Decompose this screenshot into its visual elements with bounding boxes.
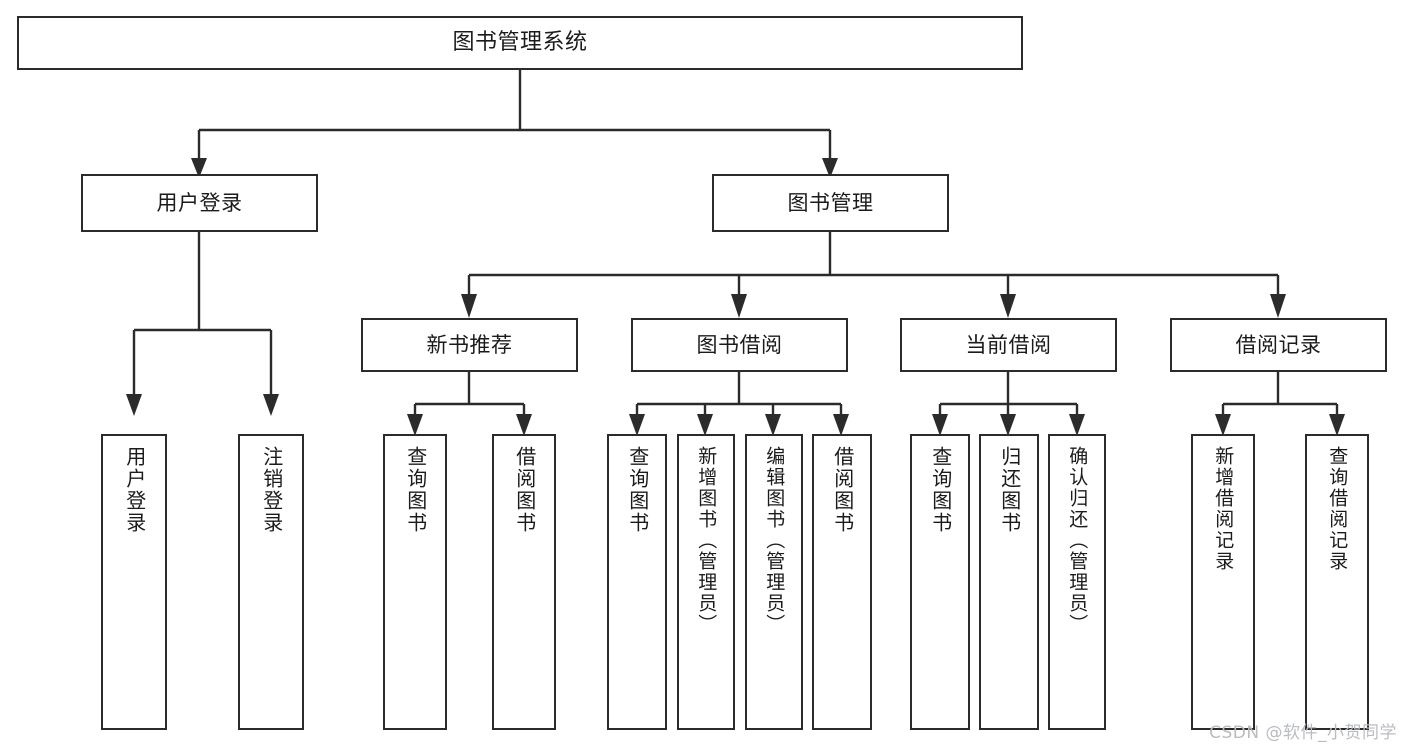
node-label: 用户登录 <box>122 446 147 534</box>
node-borrow-record[interactable]: 借阅记录 <box>1170 318 1387 372</box>
node-label: 图书管理系统 <box>452 29 588 55</box>
leaf-edit-book-admin[interactable]: 编辑图书（管理员） <box>745 434 803 730</box>
node-label: 借阅图书 <box>512 446 537 534</box>
node-book-management[interactable]: 图书管理 <box>712 174 949 232</box>
leaf-query-book-recommend[interactable]: 查询图书 <box>383 434 447 730</box>
node-label: 新增借阅记录 <box>1212 446 1235 572</box>
node-label: 归还图书 <box>997 446 1022 534</box>
node-label: 新书推荐 <box>426 332 513 357</box>
leaf-add-borrow-record[interactable]: 新增借阅记录 <box>1191 434 1255 730</box>
leaf-user-login[interactable]: 用户登录 <box>101 434 167 730</box>
leaf-confirm-return-admin[interactable]: 确认归还（管理员） <box>1048 434 1106 730</box>
leaf-query-borrow-record[interactable]: 查询借阅记录 <box>1305 434 1369 730</box>
node-label: 查询图书 <box>403 446 428 534</box>
leaf-query-book-current[interactable]: 查询图书 <box>910 434 970 730</box>
node-root-book-management-system[interactable]: 图书管理系统 <box>17 16 1023 70</box>
node-label: 查询借阅记录 <box>1326 446 1349 572</box>
node-label: 当前借阅 <box>965 332 1052 357</box>
node-label: 借阅记录 <box>1235 332 1322 357</box>
leaf-borrow-book-recommend[interactable]: 借阅图书 <box>492 434 556 730</box>
node-label: 用户登录 <box>156 190 243 215</box>
node-label: 查询图书 <box>625 446 650 534</box>
leaf-query-book-borrow[interactable]: 查询图书 <box>607 434 667 730</box>
leaf-return-book[interactable]: 归还图书 <box>979 434 1039 730</box>
watermark: CSDN @软件_小贺同学 <box>1209 723 1397 743</box>
node-label: 注销登录 <box>259 446 284 534</box>
leaf-logout[interactable]: 注销登录 <box>238 434 304 730</box>
node-book-borrow[interactable]: 图书借阅 <box>631 318 848 372</box>
node-label: 编辑图书（管理员） <box>763 446 786 635</box>
node-new-book-recommend[interactable]: 新书推荐 <box>361 318 578 372</box>
node-label: 新增图书（管理员） <box>695 446 718 635</box>
node-label: 图书借阅 <box>696 332 783 357</box>
node-current-borrow[interactable]: 当前借阅 <box>900 318 1117 372</box>
node-label: 查询图书 <box>928 446 953 534</box>
node-label: 确认归还（管理员） <box>1066 446 1089 635</box>
node-user-login[interactable]: 用户登录 <box>81 174 318 232</box>
leaf-borrow-book[interactable]: 借阅图书 <box>812 434 872 730</box>
node-label: 借阅图书 <box>830 446 855 534</box>
leaf-add-book-admin[interactable]: 新增图书（管理员） <box>677 434 735 730</box>
node-label: 图书管理 <box>787 190 874 215</box>
